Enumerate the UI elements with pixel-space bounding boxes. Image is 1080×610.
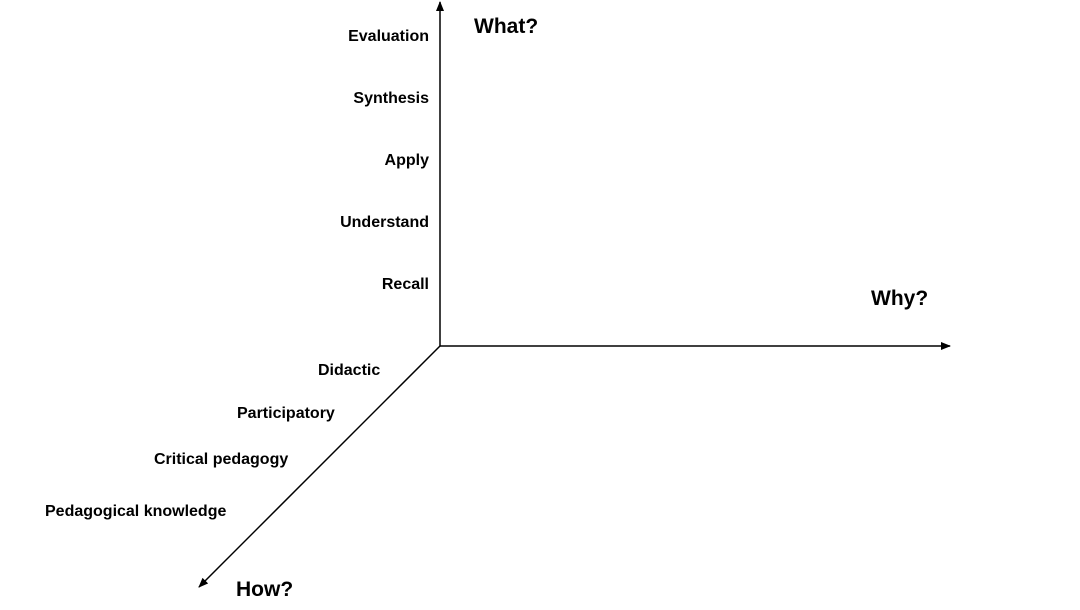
vertical-level-recall: Recall [381,276,429,293]
diagonal-level-didactic: Didactic [318,362,381,379]
vertical-level-evaluation: Evaluation [348,28,429,45]
vertical-axis-title: What? [474,15,539,38]
diagonal-level-critical-pedagogy: Critical pedagogy [154,451,289,468]
diagonal-level-participatory: Participatory [237,405,335,422]
vertical-level-apply: Apply [384,152,429,169]
vertical-level-synthesis: Synthesis [353,90,429,107]
vertical-level-understand: Understand [340,214,429,231]
diagonal-axis-title: How? [236,578,294,601]
diagonal-level-pedagogical-knowledge: Pedagogical knowledge [45,503,227,520]
horizontal-axis-title: Why? [871,287,929,310]
diagonal-axis-line [198,345,441,588]
